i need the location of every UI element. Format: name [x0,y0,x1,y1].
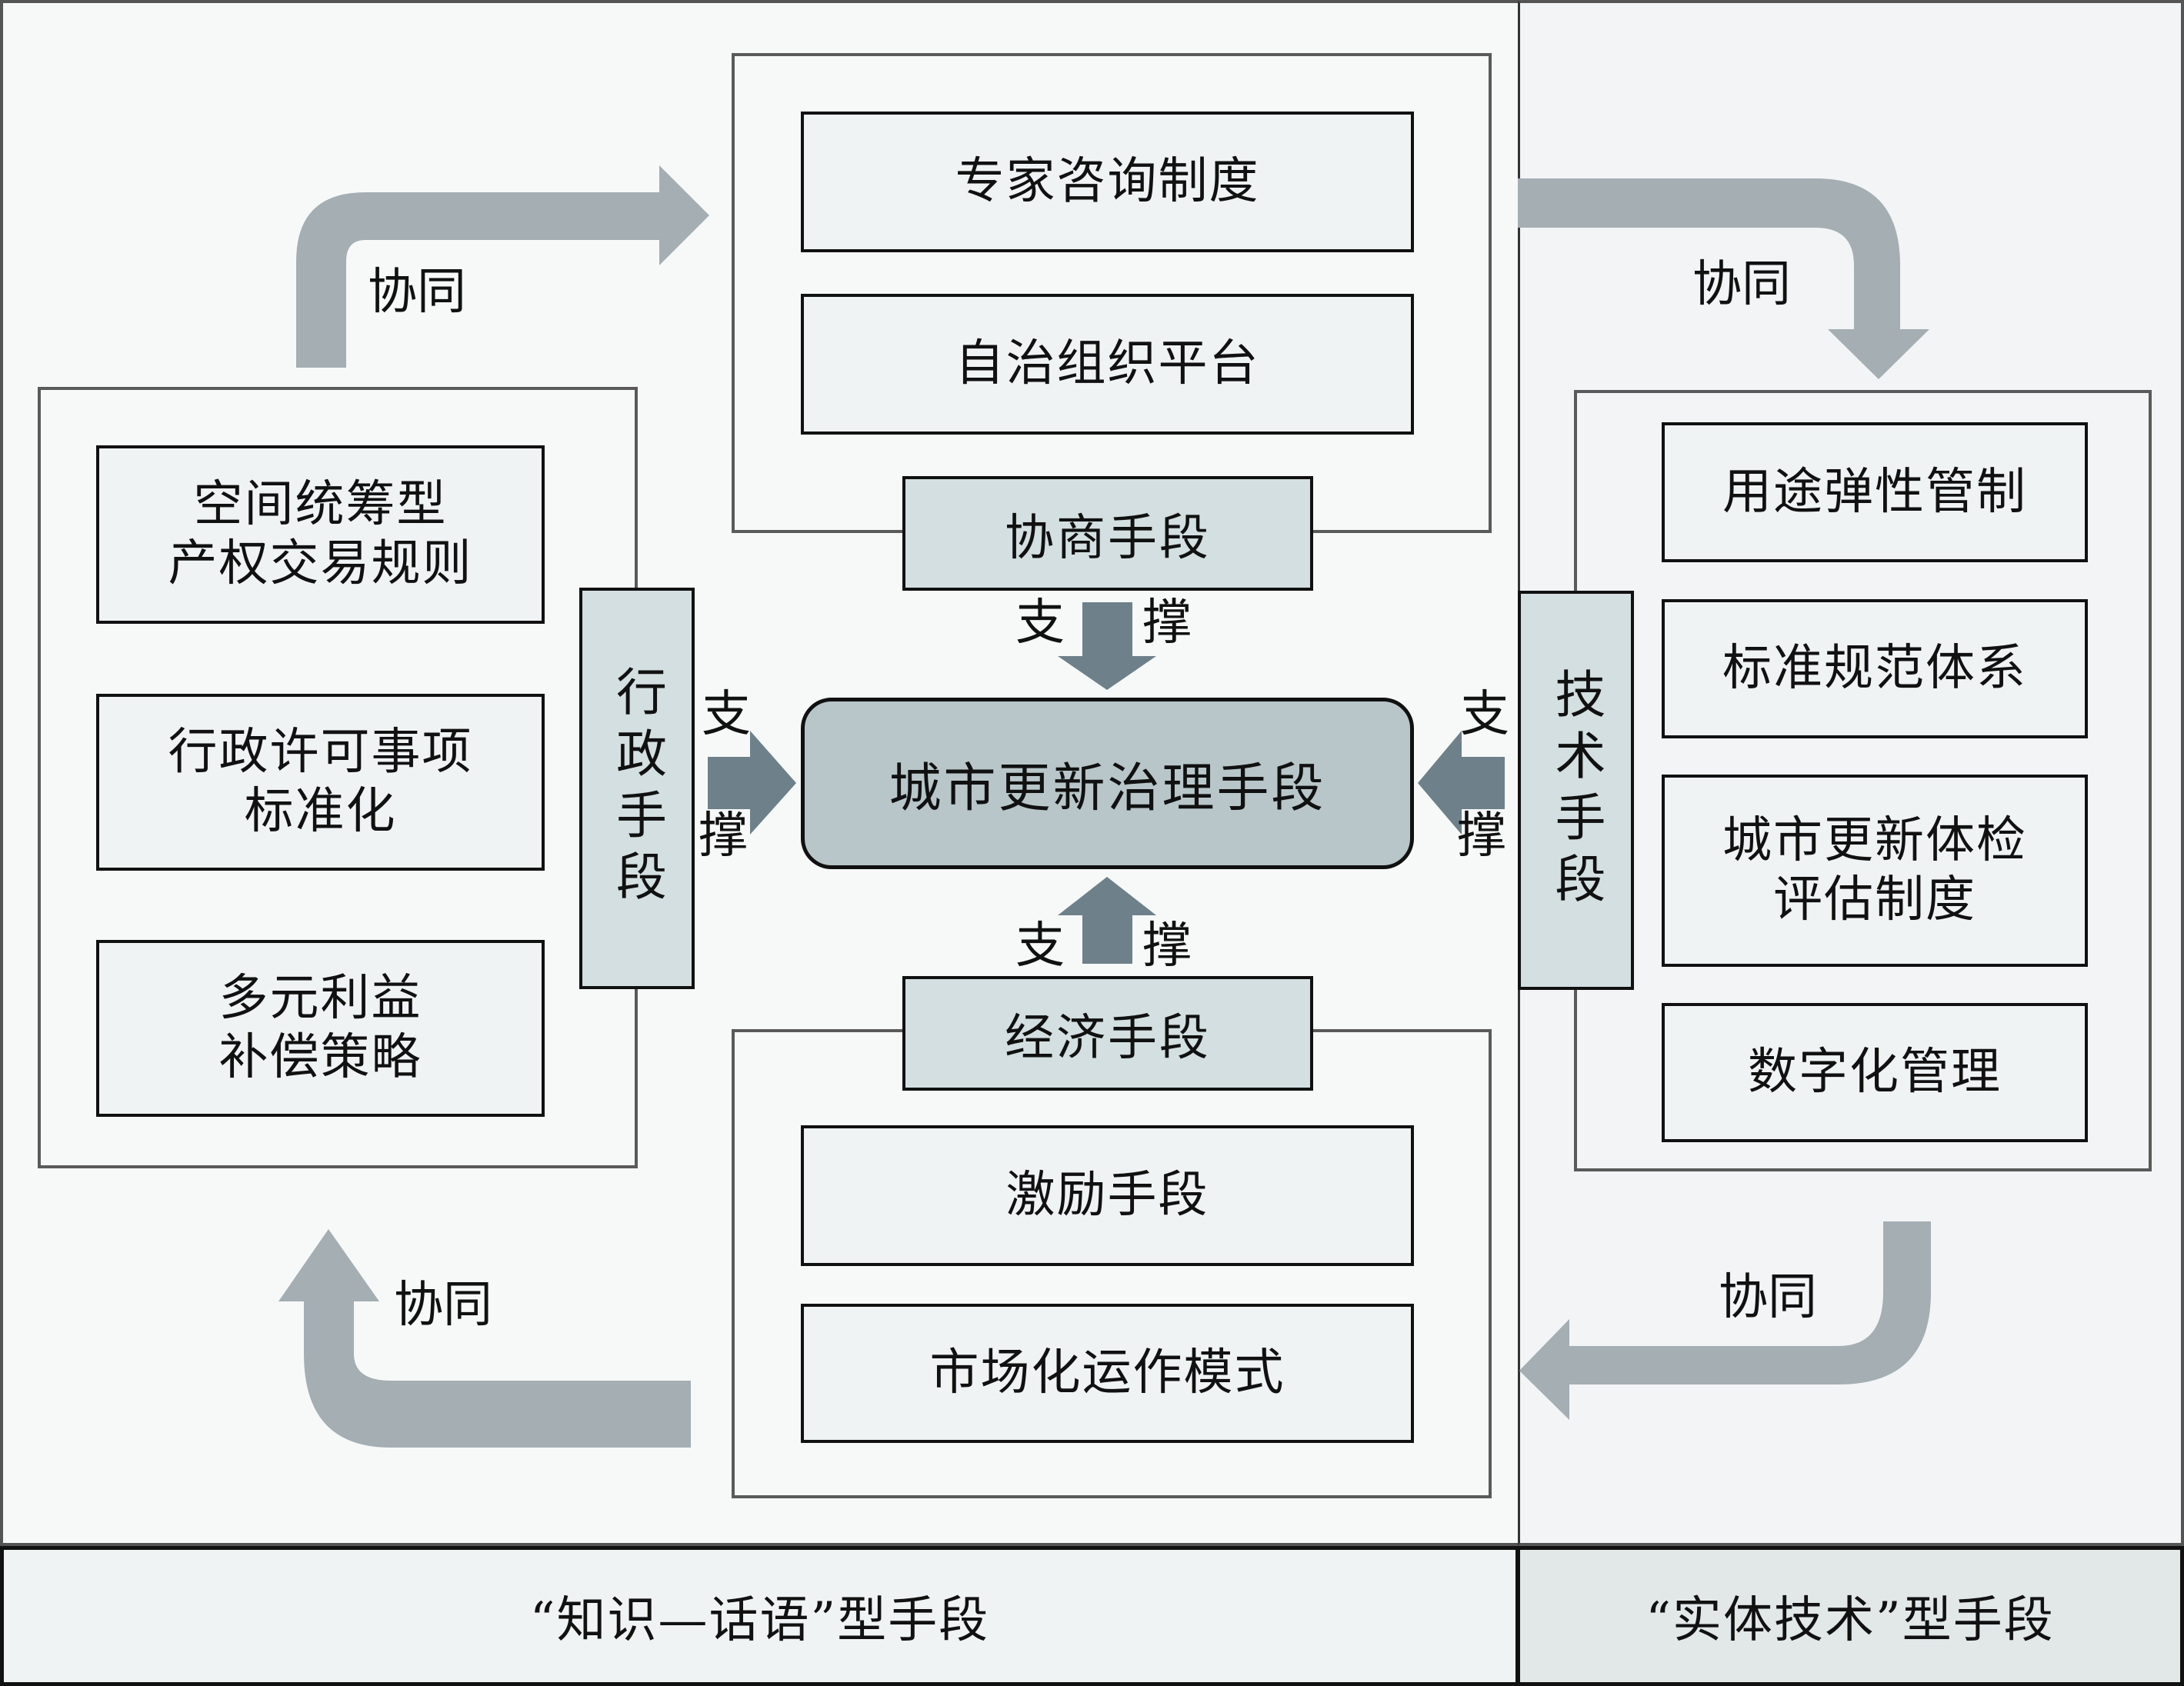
technical-item: 用途弹性管制 [1662,422,2088,562]
technical-item: 标准规范体系 [1662,599,2088,738]
negotiation-item: 专家咨询制度 [801,112,1414,252]
negotiation-item: 自治组织平台 [801,294,1414,435]
economic-tool-box: 经济手段 [902,976,1313,1091]
economic-item: 激励手段 [801,1125,1414,1266]
synergy-label: 协同 [394,1277,492,1334]
support-label-char2: 撑 [1142,595,1192,651]
administrative-item: 空间统筹型 产权交易规则 [96,445,545,624]
support-label-char1: 支 [1015,918,1065,975]
administrative-item: 多元利益 补偿策略 [96,940,545,1117]
negotiation-tool-box: 协商手段 [902,476,1313,591]
support-label-char1: 支 [702,686,751,743]
support-label-char1: 支 [1460,686,1509,743]
support-label-char2: 撑 [1142,918,1192,975]
support-label-char2: 撑 [1457,808,1506,865]
synergy-label: 协同 [1719,1269,1817,1326]
administrative-item: 行政许可事项 标准化 [96,694,545,871]
core-governance-box: 城市更新治理手段 [801,698,1414,869]
synergy-label: 协同 [368,264,466,321]
support-label-char1: 支 [1015,595,1065,651]
administrative-tool-box: 行政手段 [579,588,695,989]
support-label-char2: 撑 [699,808,748,865]
technical-tool-box: 技术手段 [1518,591,1634,990]
synergy-label: 协同 [1692,256,1791,313]
category-label-knowledge-discourse: “知识—话语”型手段 [0,1546,1518,1686]
technical-item: 数字化管理 [1662,1003,2088,1142]
technical-item: 城市更新体检 评估制度 [1662,775,2088,967]
economic-item: 市场化运作模式 [801,1304,1414,1443]
category-label-physical-technology: “实体技术”型手段 [1518,1546,2184,1686]
